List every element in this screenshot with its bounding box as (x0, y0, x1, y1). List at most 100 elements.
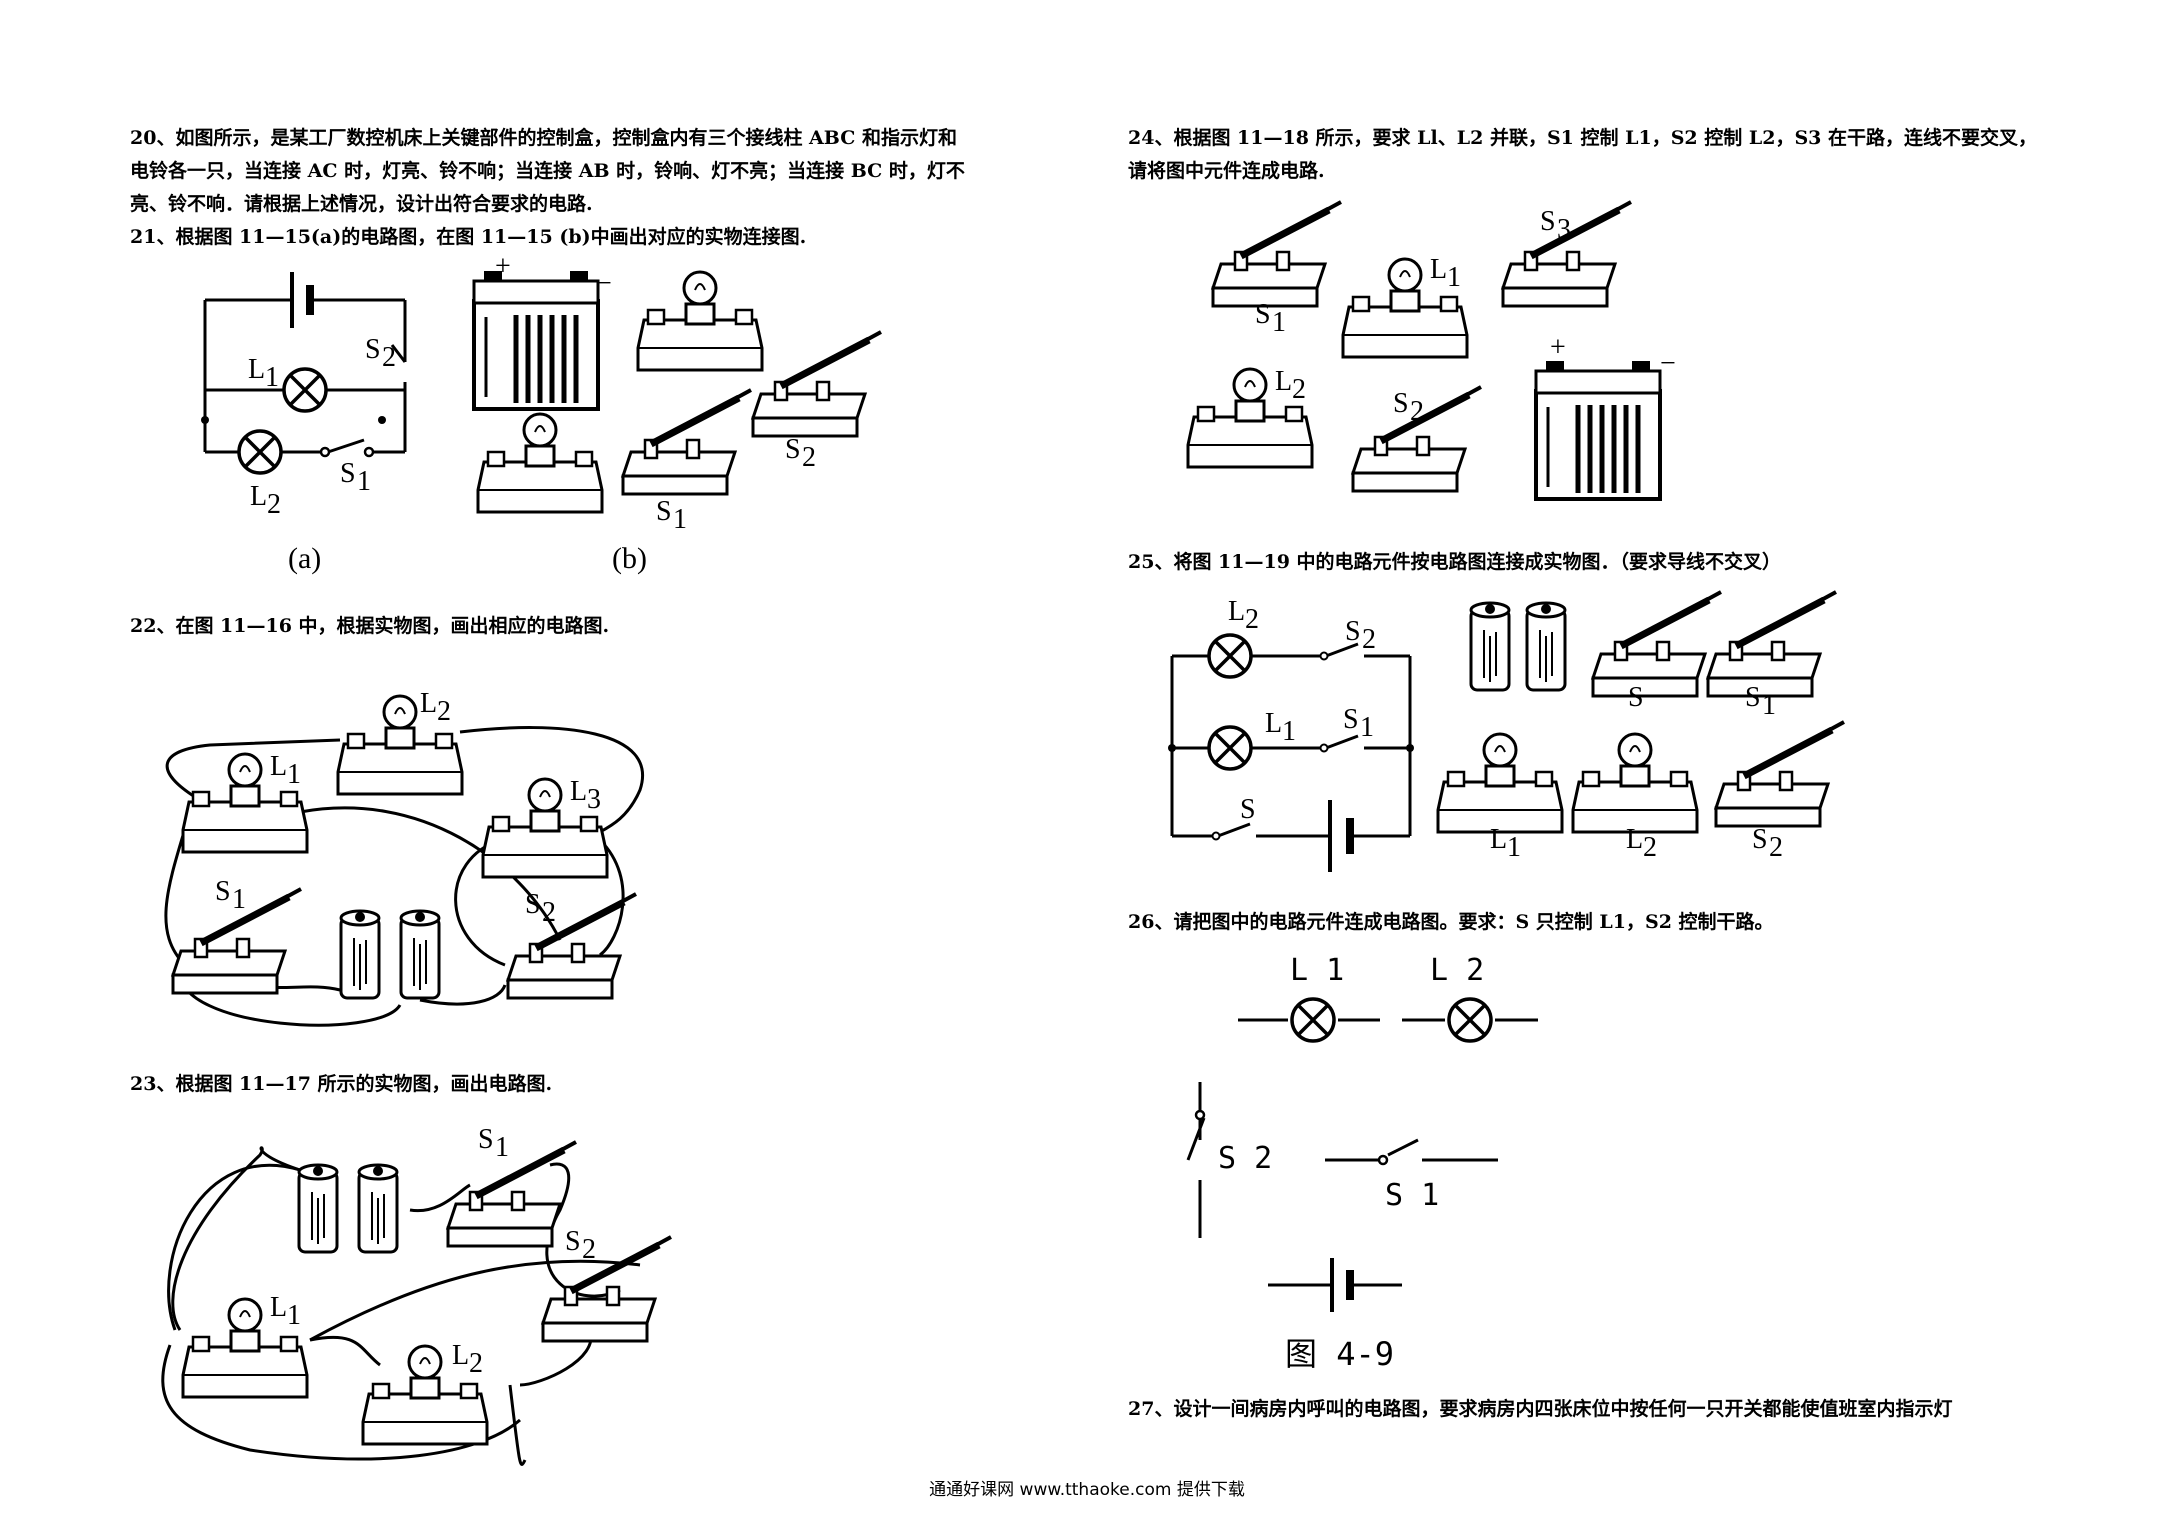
label-s2-sub: 2 (382, 342, 396, 373)
switch-contact (1319, 743, 1329, 753)
question-20-line1: 20、如图所示，是某工厂数控机床上关键部件的控制盒，控制盒内有三个接线柱 ABC… (130, 127, 957, 149)
junction-dot (378, 416, 386, 424)
label-s1: S (1343, 704, 1359, 735)
label-s1-sub: 1 (232, 884, 246, 915)
lamp-bulb (636, 270, 764, 372)
dry-cell (339, 909, 381, 1000)
label-l1: L (1265, 708, 1282, 739)
dry-cell (399, 909, 441, 1000)
knife-switch (448, 1142, 576, 1246)
label-s2: S (565, 1226, 581, 1257)
lamp-l1-symbol (1290, 997, 1336, 1043)
label-l1: L 1 (1290, 953, 1344, 988)
label-l1-sub: 1 (287, 1300, 301, 1331)
label-s2-sub: 2 (1410, 396, 1424, 427)
label-l2: L (420, 688, 437, 719)
switch-contact (1194, 1109, 1206, 1121)
question-24-line2: 请将图中元件连成电路. (1128, 160, 1325, 182)
battery-plus: + (1550, 332, 1566, 363)
switch-contact (363, 446, 375, 458)
lamp-l2-symbol (1447, 997, 1493, 1043)
label-s2-sub: 2 (542, 897, 556, 928)
caption-a: (a) (288, 542, 321, 575)
label-l2-sub: 2 (437, 696, 451, 727)
lamp-l1-symbol (282, 367, 328, 413)
label-s1: S 1 (1385, 1178, 1439, 1213)
label-s1-sub: 1 (357, 466, 371, 497)
label-s2: S (1393, 388, 1409, 419)
battery-box (474, 271, 598, 409)
figure-caption-4-9: 图 4-9 (1285, 1335, 1394, 1373)
caption-b: (b) (612, 542, 647, 575)
battery-box (1536, 361, 1660, 499)
label-s1: S (215, 876, 231, 907)
knife-switch (623, 390, 751, 494)
label-s1-sub: 1 (1762, 690, 1776, 721)
label-l1: L (1490, 824, 1507, 855)
question-26: 26、请把图中的电路元件连成电路图。要求：S 只控制 L1，S2 控制干路。 (1128, 911, 1774, 933)
question-20-line3: 亮、铃不响．请根据上述情况，设计出符合要求的电路. (130, 193, 593, 215)
label-s2: S (1752, 824, 1768, 855)
label-l2: L (452, 1340, 469, 1371)
label-s3: S (1540, 206, 1556, 237)
label-l1-sub: 1 (287, 759, 301, 790)
label-s2: S (1345, 616, 1361, 647)
label-s1-sub: 1 (495, 1132, 509, 1163)
label-l2-sub: 2 (1292, 374, 1306, 405)
lamp-l2-symbol (237, 429, 283, 475)
label-l2-sub: 2 (469, 1348, 483, 1379)
figure-25-battery-symbol (1328, 800, 1354, 872)
label-s1: S (1745, 682, 1761, 713)
label-s1: S (1255, 299, 1271, 330)
label-s1: S (478, 1124, 494, 1155)
lamp-l2-symbol (1207, 633, 1253, 679)
label-s2-sub: 2 (802, 442, 816, 473)
question-20-line2: 电铃各一只，当连接 AC 时，灯亮、铃不响；当连接 AB 时，铃响、灯不亮；当连… (130, 160, 965, 182)
knife-switch (543, 1237, 671, 1341)
label-l2-sub: 2 (1643, 832, 1657, 863)
knife-switch (1716, 722, 1844, 826)
junction-dot (1406, 744, 1414, 752)
question-24-line1: 24、根据图 11—18 所示，要求 Ll、L2 并联，S1 控制 L1，S2 … (1128, 127, 2037, 149)
label-s2-sub: 2 (1769, 832, 1783, 863)
question-25: 25、将图 11—19 中的电路元件按电路图连接成实物图．（要求导线不交叉） (1128, 551, 1782, 573)
label-l1: L (270, 751, 287, 782)
label-s: S (1240, 794, 1256, 825)
label-l3-sub: 3 (587, 784, 601, 815)
knife-switch (1213, 202, 1341, 306)
label-l1-sub: 1 (265, 362, 279, 393)
label-l2: L (1275, 366, 1292, 397)
label-s1-sub: 1 (1272, 307, 1286, 338)
label-l2-sub: 2 (267, 489, 281, 520)
knife-switch (1593, 592, 1721, 696)
label-s3-sub: 3 (1557, 214, 1571, 245)
dry-cell (1469, 601, 1511, 692)
figure-21a-battery-symbol (290, 272, 314, 328)
switch-contact (1377, 1154, 1389, 1166)
switch-contact (1211, 831, 1221, 841)
knife-switch (1708, 592, 1836, 696)
label-s: S (1628, 682, 1644, 713)
switch-contact (1319, 651, 1329, 661)
junction-dot (201, 416, 209, 424)
question-21: 21、根据图 11—15(a)的电路图，在图 11—15 (b)中画出对应的实物… (130, 226, 807, 248)
page-footer: 通通好课网 www.tthaoke.com 提供下载 (929, 1480, 1245, 1500)
label-s1-sub: 1 (673, 504, 687, 535)
lamp-l1-symbol (1207, 725, 1253, 771)
figure-22-wires (164, 726, 644, 1027)
label-l2: L (1626, 824, 1643, 855)
lamp-bulb (1436, 732, 1564, 834)
label-l1: L (248, 354, 265, 385)
label-s2: S 2 (1218, 1141, 1272, 1176)
label-s1-sub: 1 (1360, 712, 1374, 743)
switch-contact (319, 446, 331, 458)
junction-dot (1168, 744, 1176, 752)
label-l1-sub: 1 (1282, 716, 1296, 747)
battery-minus: − (596, 268, 612, 299)
figure-21a-circuit (203, 298, 407, 454)
label-l2: L (1228, 596, 1245, 627)
label-l1-sub: 1 (1447, 262, 1461, 293)
label-s2: S (525, 889, 541, 920)
label-l2: L (250, 481, 267, 512)
